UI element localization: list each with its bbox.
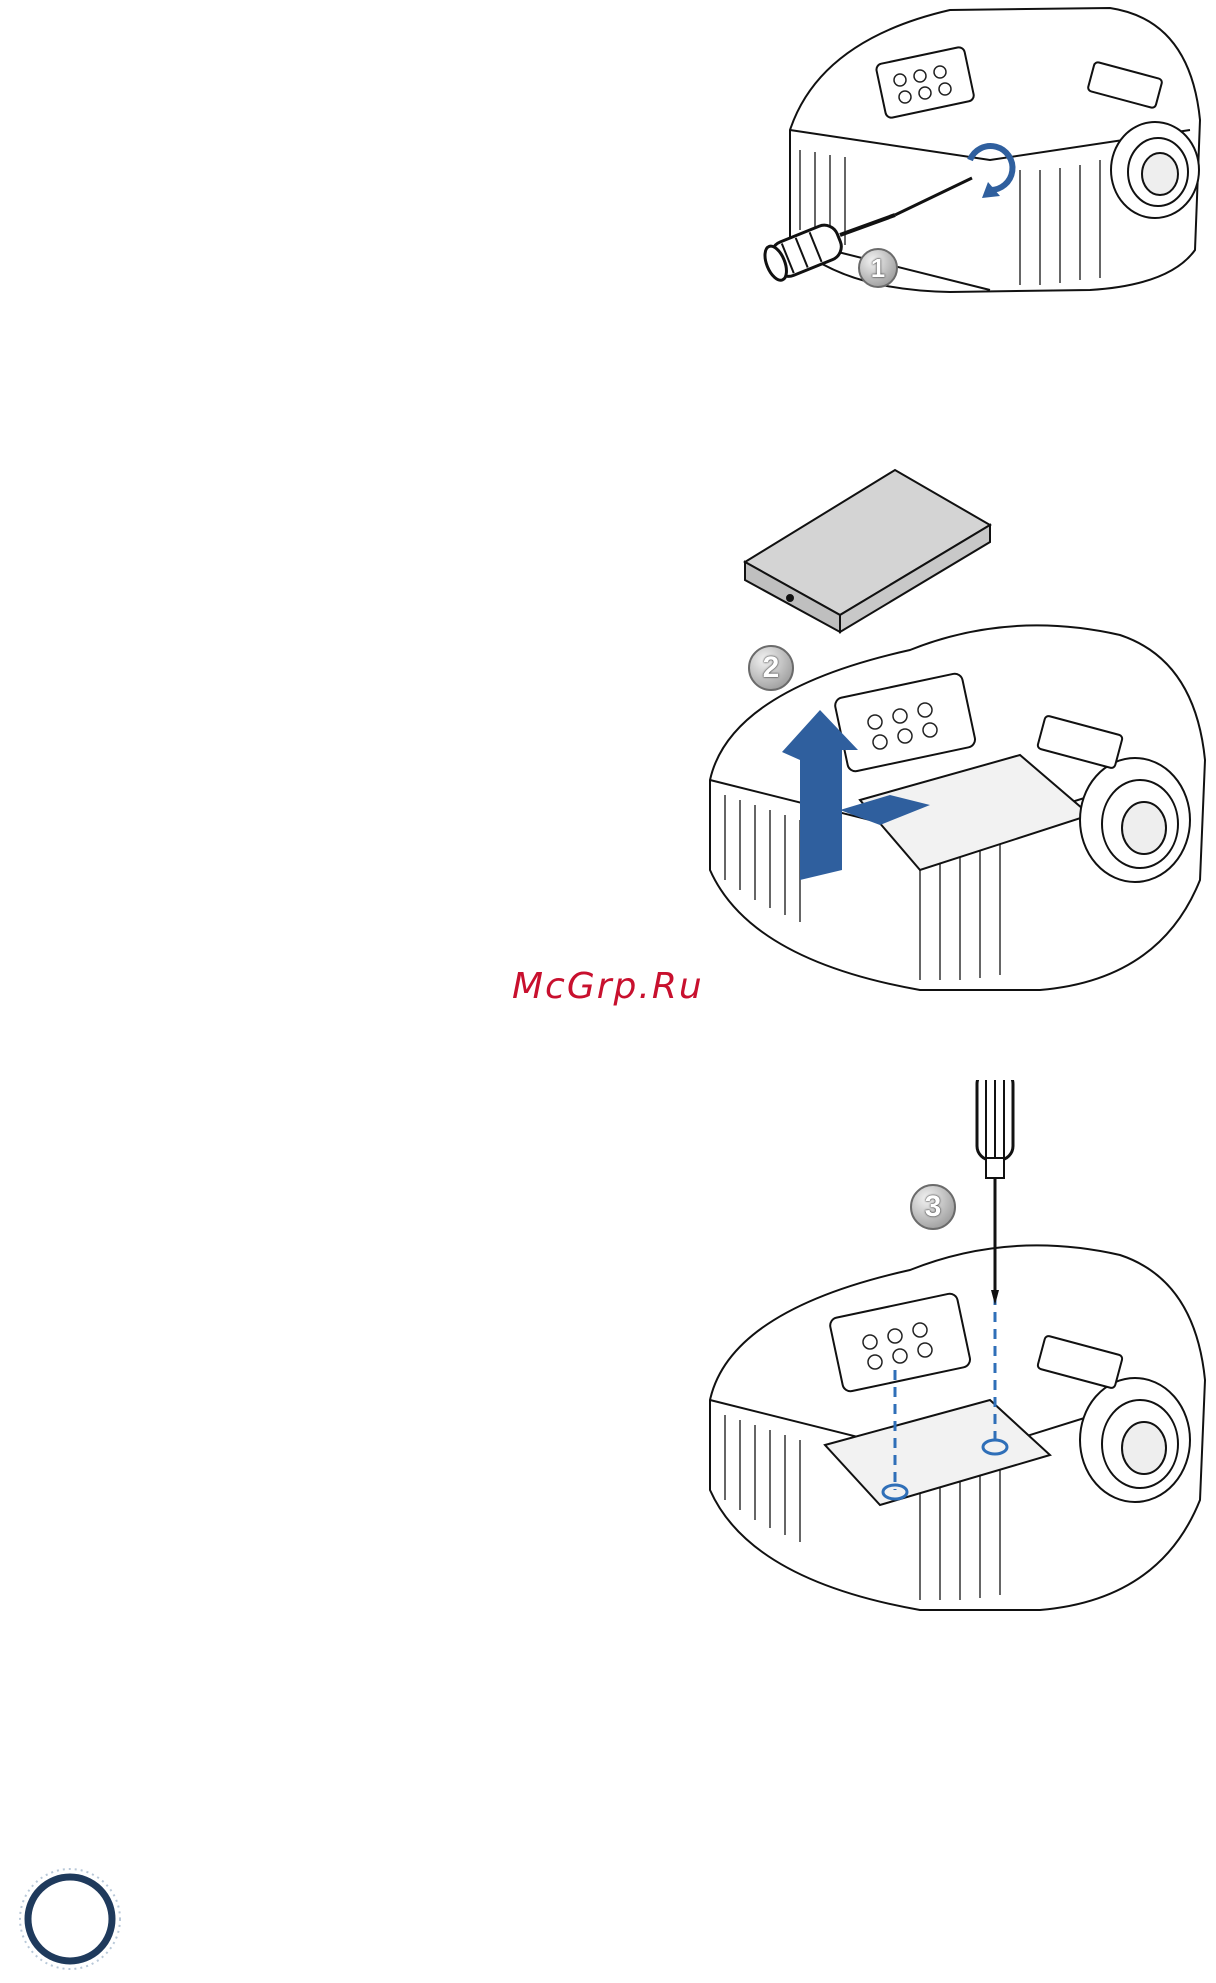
step-2-badge: 2 [748, 645, 794, 691]
step3-illustration [690, 1080, 1216, 1640]
watermark-text: McGrp.Ru [512, 966, 704, 1007]
step-3-badge: 3 [910, 1184, 956, 1230]
page-ring-icon [16, 1865, 124, 1973]
projector-icon [710, 1245, 1205, 1610]
lamp-cover-icon [745, 470, 990, 632]
projector-icon [790, 8, 1200, 292]
step2-illustration [690, 460, 1216, 1020]
step-1-badge: 1 [858, 248, 898, 288]
step1-illustration [690, 0, 1216, 340]
